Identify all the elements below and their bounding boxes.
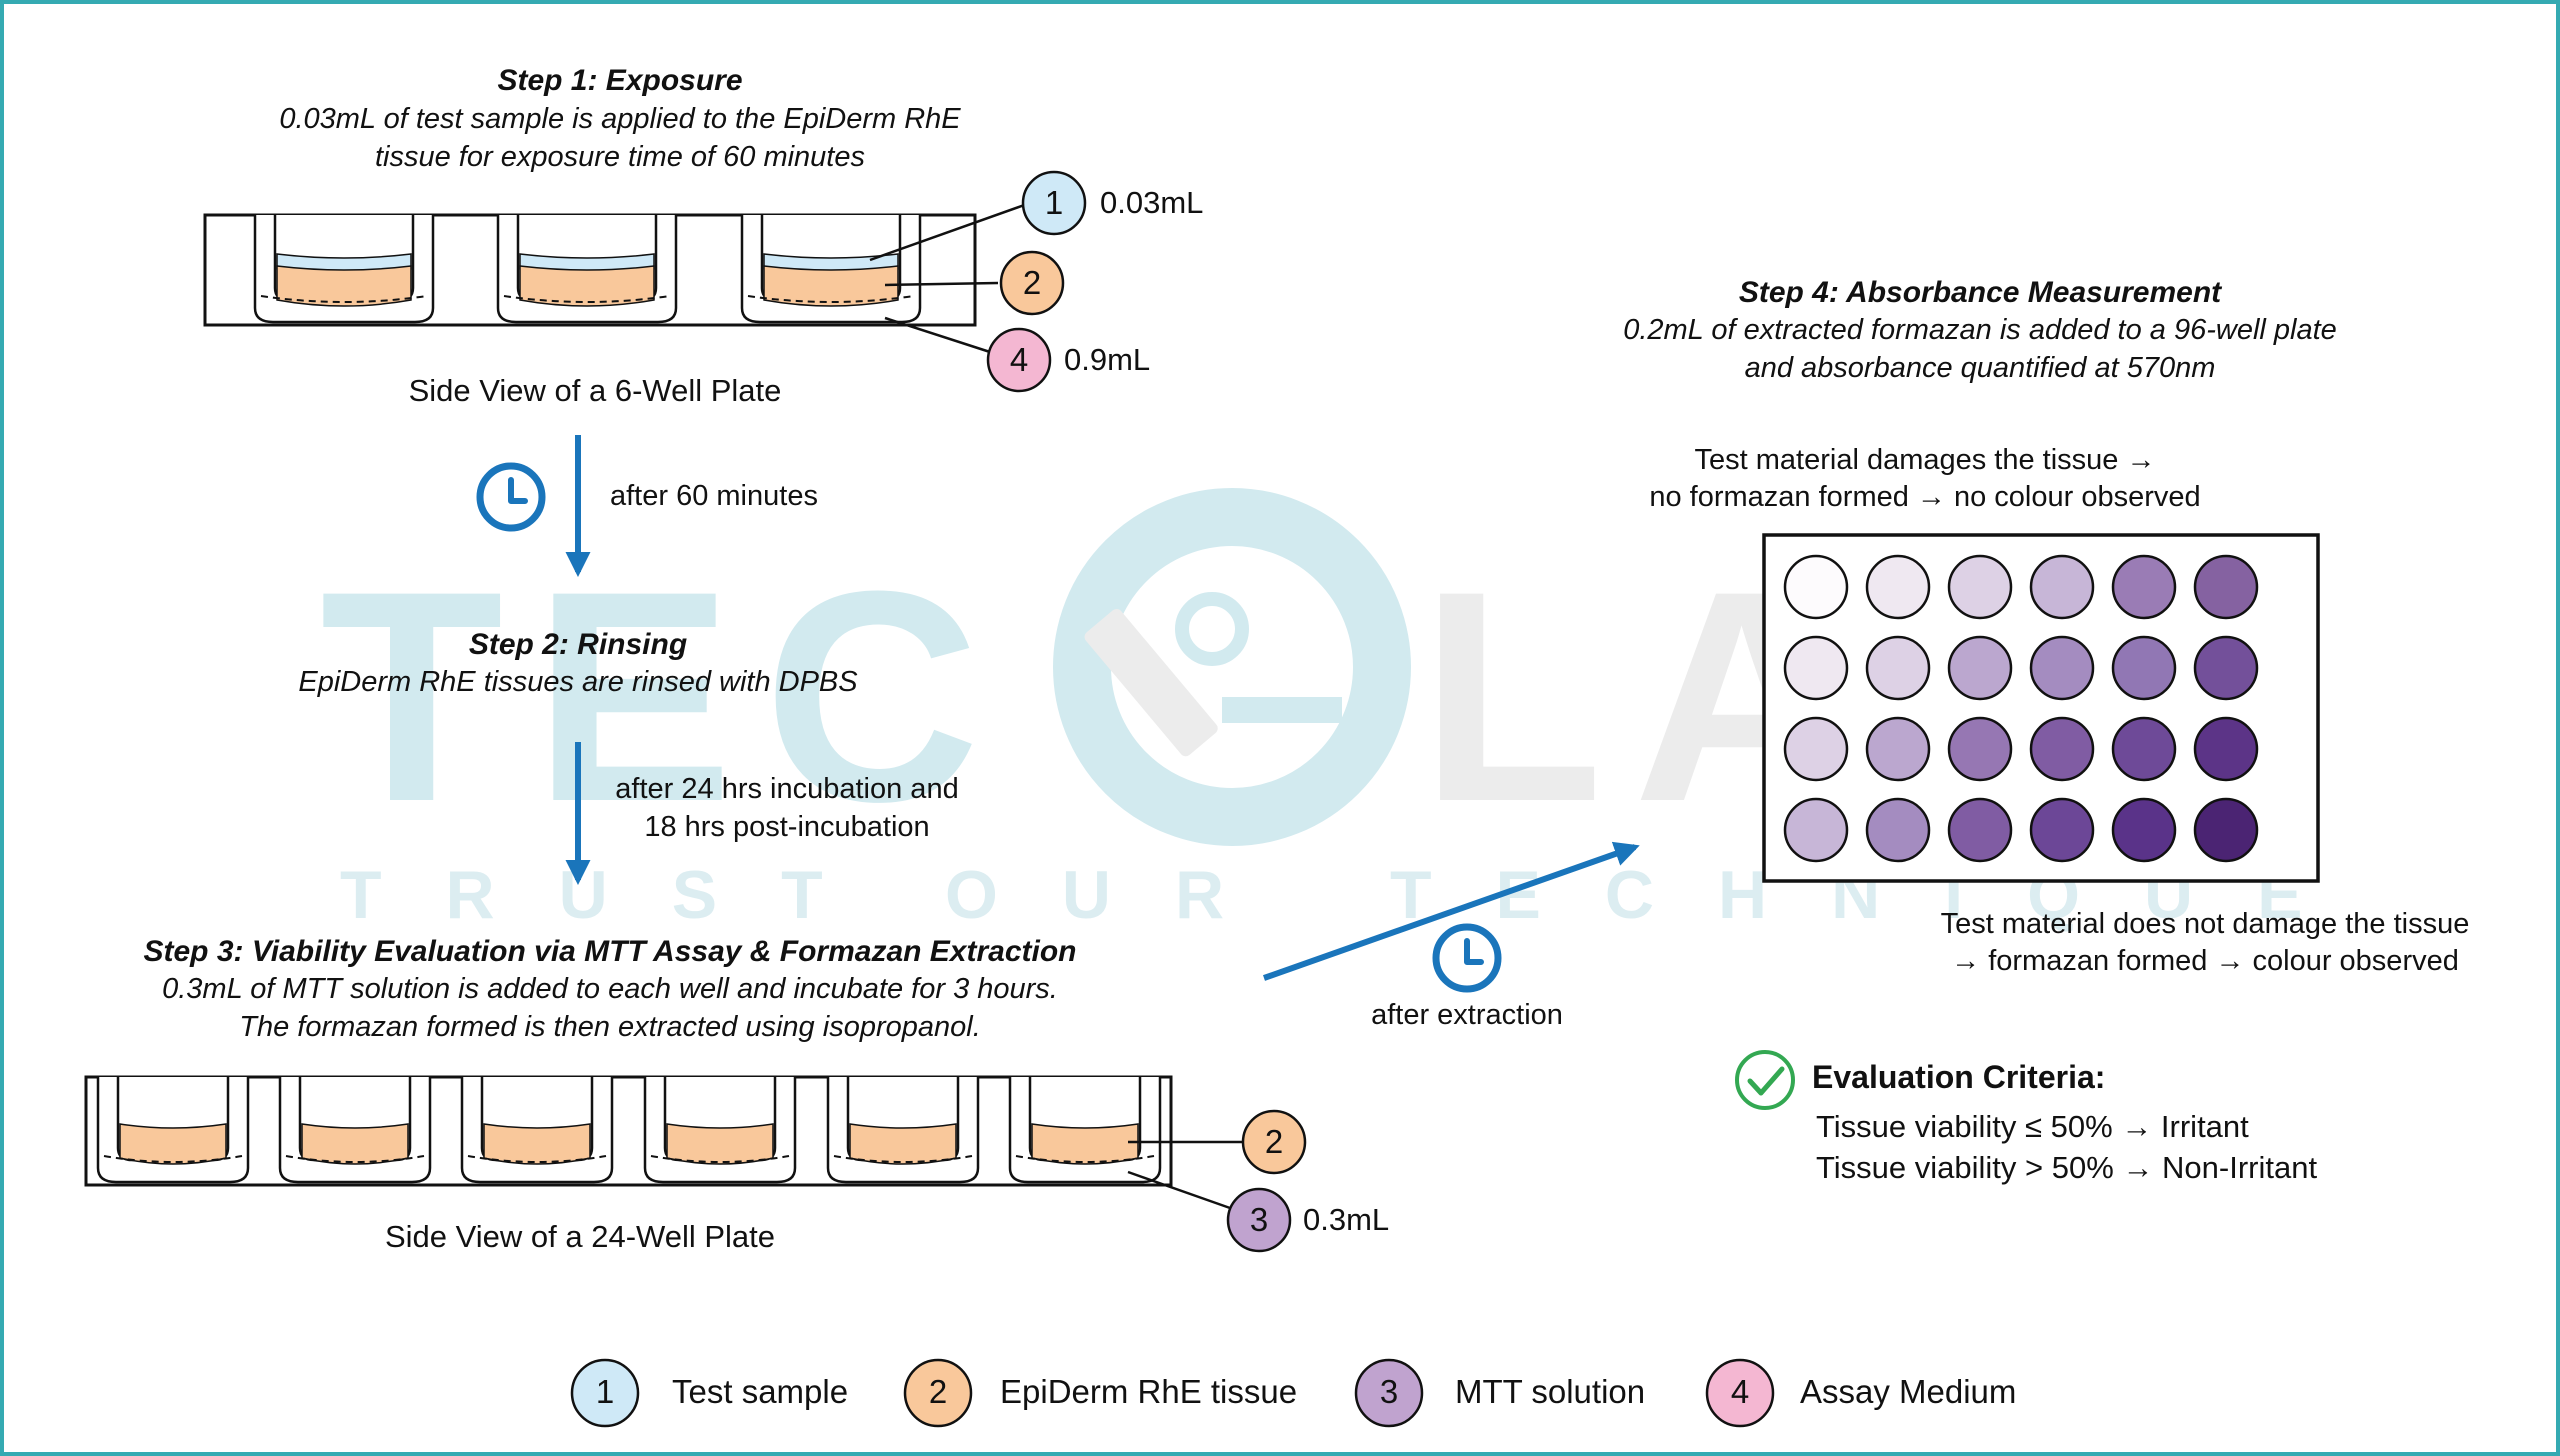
twenty-four-well-plate-outline [84, 1075, 1173, 1187]
plate-well [2029, 716, 2095, 782]
arrow3-label: after extraction [1371, 999, 1563, 1031]
twenty-four-well-insert [643, 1077, 797, 1184]
step1-callout-4 [986, 327, 1052, 393]
step1-callout-2 [999, 250, 1065, 316]
step3-leader-lines [1127, 1140, 1243, 1210]
criteria-line2: Tissue viability > 50% → Non-Irritant [1816, 1150, 2318, 1185]
twenty-four-well-plate [84, 1075, 1173, 1187]
plate-well [2029, 554, 2095, 620]
plate-well [2193, 716, 2259, 782]
plate-well [1783, 635, 1849, 701]
step3-callout-3-volume: 0.3mL [1303, 1202, 1390, 1237]
ninety-six-well-plate [1762, 533, 2320, 883]
step3-description-line2: The formazan formed is then extracted us… [239, 1011, 981, 1043]
check-circle-icon [1735, 1050, 1795, 1110]
twenty-four-well-plate-label: Side View of a 24-Well Plate [384, 1219, 775, 1254]
six-well-insert [740, 215, 922, 324]
step1-callout-1 [1021, 170, 1087, 236]
step1-callout-2-number: 2 [1022, 264, 1042, 301]
step1-callout-1-number: 1 [1044, 184, 1064, 221]
arrow2-label-line2: 18 hrs post-incubation [644, 811, 930, 843]
twenty-four-well-insert [278, 1077, 432, 1184]
watermark-logo-left: TEC [320, 528, 1010, 864]
clock-icon [476, 462, 546, 532]
arrow1-label: after 60 minutes [610, 480, 818, 512]
legend-number-4: 4 [1730, 1373, 1750, 1410]
plate-well [1865, 797, 1931, 863]
step3-callout-3-number: 3 [1249, 1201, 1269, 1238]
plate-well [2111, 716, 2177, 782]
twenty-four-well-insert [1008, 1077, 1162, 1184]
plate-well [2111, 797, 2177, 863]
plate-well [1947, 635, 2013, 701]
plate-well [1865, 554, 1931, 620]
legend-number-3: 3 [1379, 1373, 1399, 1410]
watermark-microscope-o [1053, 488, 1411, 846]
clock-icon [1432, 923, 1502, 993]
legend-label-2: EpiDerm RhE tissue [1000, 1373, 1298, 1410]
step2-description: EpiDerm RhE tissues are rinsed with DPBS [298, 666, 858, 698]
step4-description-line1: 0.2mL of extracted formazan is added to … [1623, 314, 2337, 346]
watermark-tagline-2: OUR [945, 857, 1288, 933]
no-damage-note-line1: Test material does not damage the tissue [1940, 908, 2470, 940]
twenty-four-well-insert [826, 1077, 980, 1184]
plate-well [1865, 635, 1931, 701]
step3-callout-3 [1226, 1187, 1292, 1253]
step3-callout-2-number: 2 [1264, 1123, 1284, 1160]
damage-note-line2: no formazan formed → no colour observed [1649, 481, 2201, 513]
watermark-tagline-1: TRUST [340, 857, 887, 933]
damage-note-line1: Test material damages the tissue → [1694, 444, 2156, 476]
twenty-four-well-insert [96, 1077, 250, 1184]
plate-well [1947, 716, 2013, 782]
six-well-plate-label: Side View of a 6-Well Plate [408, 373, 782, 408]
plate-well [2029, 635, 2095, 701]
plate-well [1783, 554, 1849, 620]
step3-title: Step 3: Viability Evaluation via MTT Ass… [143, 935, 1077, 968]
plate-well [2193, 554, 2259, 620]
step4-title: Step 4: Absorbance Measurement [1738, 276, 2222, 309]
plate-well [1783, 716, 1849, 782]
criteria-title: Evaluation Criteria: [1812, 1059, 2106, 1095]
legend-label-3: MTT solution [1455, 1373, 1646, 1410]
plate-well [2193, 635, 2259, 701]
no-damage-note-line2: → formazan formed → colour observed [1951, 945, 2459, 977]
twenty-four-well-insert [460, 1077, 614, 1184]
step1-callout-4-volume: 0.9mL [1064, 342, 1151, 377]
plate-well [1947, 797, 2013, 863]
plate-well [1783, 797, 1849, 863]
step4-description-line2: and absorbance quantified at 570nm [1744, 352, 2216, 384]
legend-swatch-1 [570, 1358, 640, 1428]
plate-well [2029, 797, 2095, 863]
step3-callout-2 [1241, 1109, 1307, 1175]
plate-well [2111, 554, 2177, 620]
step3-description-line1: 0.3mL of MTT solution is added to each w… [162, 973, 1058, 1005]
legend-label-1: Test sample [672, 1373, 849, 1410]
plate-well [2111, 635, 2177, 701]
plate-well [2193, 797, 2259, 863]
legend-label-4: Assay Medium [1800, 1373, 2017, 1410]
legend-number-2: 2 [928, 1373, 948, 1410]
arrow2-label-line1: after 24 hrs incubation and [615, 773, 959, 805]
arrow-step3-to-step4 [1263, 841, 1640, 981]
six-well-insert [496, 215, 678, 324]
legend-number-1: 1 [595, 1373, 615, 1410]
six-well-plate [203, 213, 977, 327]
step1-callout-1-volume: 0.03mL [1100, 185, 1204, 220]
step1-callout-4-number: 4 [1009, 341, 1029, 378]
plate-well [1947, 554, 2013, 620]
step1-description-line1: 0.03mL of test sample is applied to the … [279, 103, 961, 135]
legend-swatch-2 [903, 1358, 973, 1428]
legend-swatch-4 [1705, 1358, 1775, 1428]
step1-leader-lines [869, 201, 1031, 354]
legend-swatch-3 [1354, 1358, 1424, 1428]
plate-well [1865, 716, 1931, 782]
criteria-line1: Tissue viability ≤ 50% → Irritant [1816, 1109, 2249, 1144]
step1-title: Step 1: Exposure [497, 64, 743, 97]
six-well-insert [253, 215, 435, 324]
step2-title: Step 2: Rinsing [468, 628, 688, 661]
step1-description-line2: tissue for exposure time of 60 minutes [374, 141, 865, 173]
